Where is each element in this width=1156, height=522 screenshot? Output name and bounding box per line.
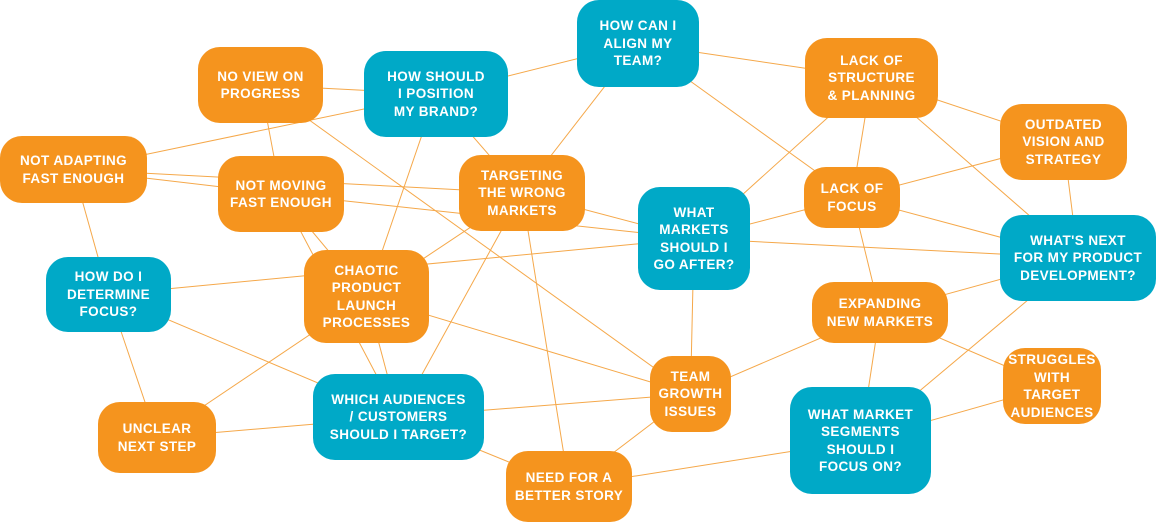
node-not-adapting-fast-enough: NOT ADAPTING FAST ENOUGH <box>0 136 147 203</box>
node-whats-next-for-my-product-development: WHAT'S NEXT FOR MY PRODUCT DEVELOPMENT? <box>1000 215 1156 301</box>
node-targeting-the-wrong-markets: TARGETING THE WRONG MARKETS <box>459 155 585 231</box>
node-how-do-i-determine-focus: HOW DO I DETERMINE FOCUS? <box>46 257 171 332</box>
node-how-should-i-position-my-brand: HOW SHOULD I POSITION MY BRAND? <box>364 51 508 137</box>
node-team-growth-issues: TEAM GROWTH ISSUES <box>650 356 731 432</box>
edge-no-view-on-progress--team-growth-issues <box>260 84 691 395</box>
node-need-for-a-better-story: NEED FOR A BETTER STORY <box>506 451 632 522</box>
node-how-can-i-align-my-team: HOW CAN I ALIGN MY TEAM? <box>577 0 699 87</box>
node-not-moving-fast-enough: NOT MOVING FAST ENOUGH <box>218 156 344 232</box>
node-expanding-new-markets: EXPANDING NEW MARKETS <box>812 282 948 343</box>
node-chaotic-product-launch-processes: CHAOTIC PRODUCT LAUNCH PROCESSES <box>304 250 429 343</box>
node-which-audiences-customers-should-i-target: WHICH AUDIENCES / CUSTOMERS SHOULD I TAR… <box>313 374 484 460</box>
node-unclear-next-step: UNCLEAR NEXT STEP <box>98 402 216 473</box>
node-struggles-with-target-audiences: STRUGGLES WITH TARGET AUDIENCES <box>1003 348 1101 424</box>
node-lack-of-focus: LACK OF FOCUS <box>804 167 900 228</box>
edge-targeting-the-wrong-markets--need-for-a-better-story <box>521 192 570 487</box>
node-no-view-on-progress: NO VIEW ON PROGRESS <box>198 47 323 123</box>
node-lack-of-structure-planning: LACK OF STRUCTURE & PLANNING <box>805 38 938 118</box>
node-what-markets-should-i-go-after: WHAT MARKETS SHOULD I GO AFTER? <box>638 187 750 290</box>
node-outdated-vision-and-strategy: OUTDATED VISION AND STRATEGY <box>1000 104 1127 180</box>
node-what-market-segments-should-i-focus-on: WHAT MARKET SEGMENTS SHOULD I FOCUS ON? <box>790 387 931 494</box>
